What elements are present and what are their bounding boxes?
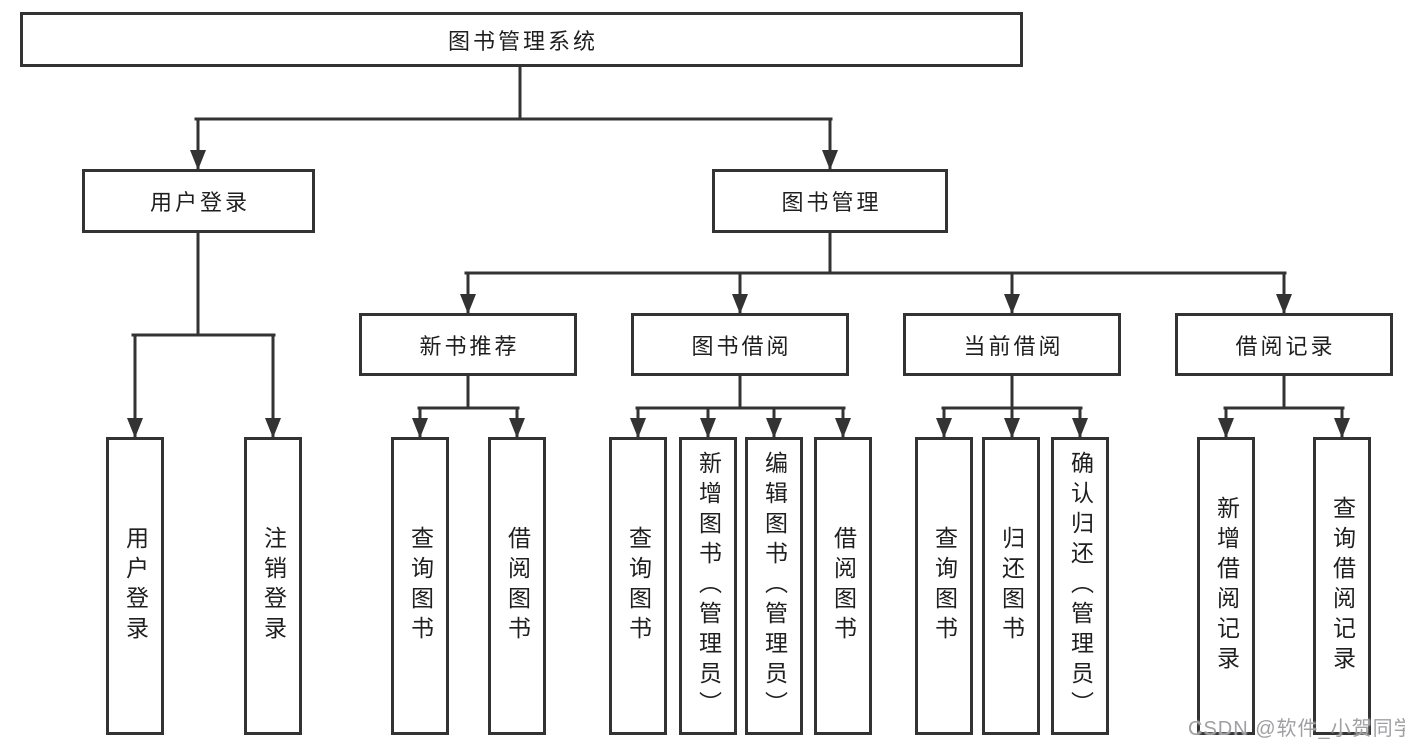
leaf-logout: 注销登录 — [244, 437, 302, 735]
node-root: 图书管理系统 — [20, 12, 1023, 67]
node-new-book-recommend-label: 新书推荐 — [419, 333, 520, 359]
watermark-text: CSDN @软件_小贺同学 — [1188, 718, 1405, 740]
leaf-confirm-return-admin: 确认归还（管理员） — [1051, 437, 1109, 735]
leaf-query-books-current: 查询图书 — [915, 437, 973, 735]
leaf-user-login: 用户登录 — [106, 437, 164, 735]
node-root-label: 图书管理系统 — [447, 28, 598, 54]
leaf-borrow-books: 借阅图书 — [814, 437, 872, 735]
node-book-borrow-label: 图书借阅 — [691, 333, 792, 359]
node-current-borrow-label: 当前借阅 — [963, 333, 1064, 359]
leaf-query-borrow-record: 查询借阅记录 — [1313, 437, 1371, 735]
node-book-management: 图书管理 — [712, 169, 948, 233]
leaf-add-books-admin: 新增图书（管理员） — [679, 437, 737, 735]
node-borrow-records: 借阅记录 — [1175, 313, 1393, 376]
node-book-borrow: 图书借阅 — [631, 313, 849, 376]
node-current-borrow: 当前借阅 — [903, 313, 1121, 376]
node-borrow-records-label: 借阅记录 — [1235, 333, 1336, 359]
node-user-login: 用户登录 — [82, 169, 315, 233]
node-book-management-label: 图书管理 — [781, 190, 882, 215]
leaf-add-borrow-record: 新增借阅记录 — [1197, 437, 1255, 735]
leaf-query-books-recommend: 查询图书 — [391, 437, 449, 735]
leaf-query-books-borrow: 查询图书 — [609, 437, 667, 735]
leaf-edit-books-admin: 编辑图书（管理员） — [745, 437, 803, 735]
node-user-login-label: 用户登录 — [149, 190, 250, 215]
leaf-return-books: 归还图书 — [982, 437, 1040, 735]
leaf-borrow-books-recommend: 借阅图书 — [488, 437, 546, 735]
node-new-book-recommend: 新书推荐 — [359, 313, 577, 376]
